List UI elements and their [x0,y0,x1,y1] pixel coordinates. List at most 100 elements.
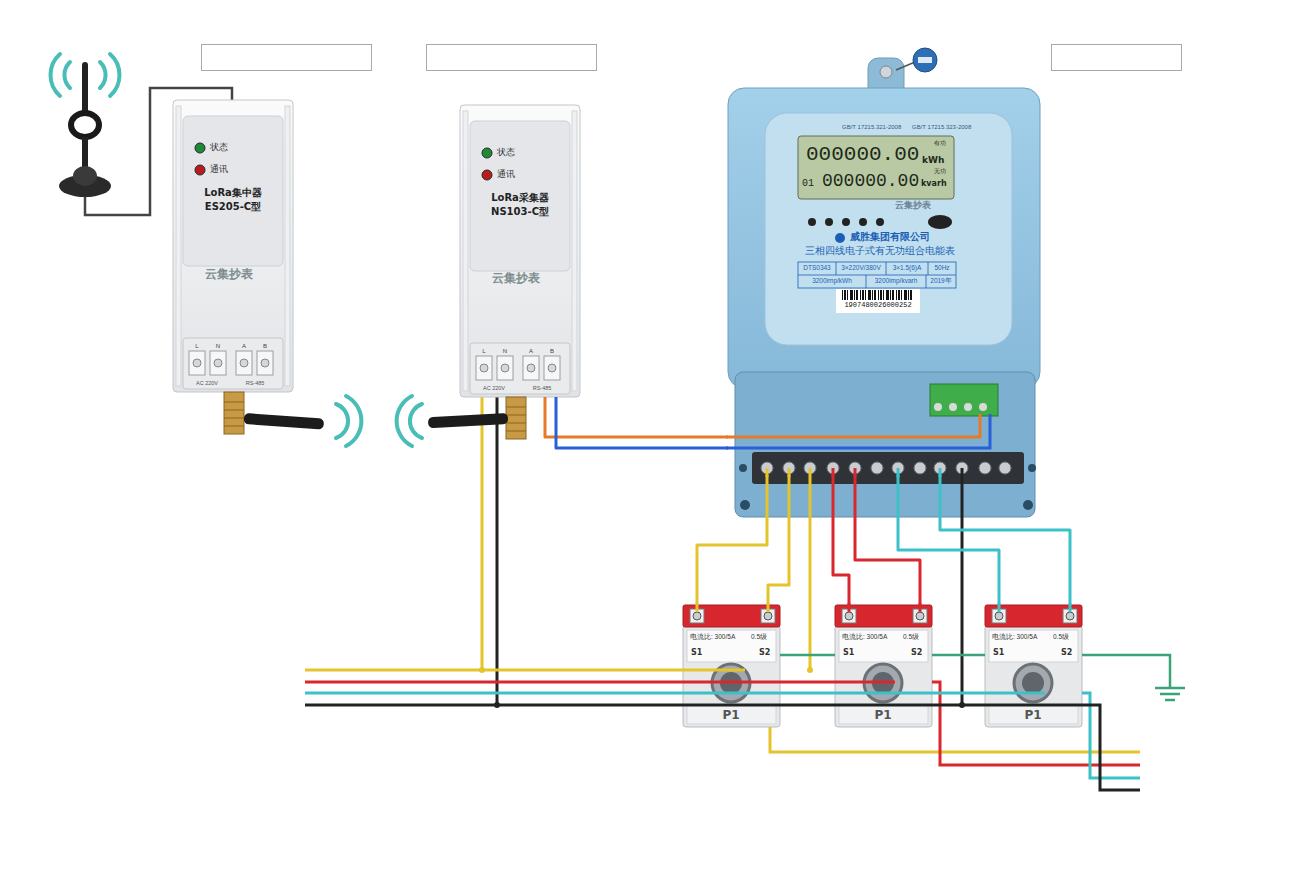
node-text: RS-485 [533,386,552,392]
current-transformer: 电流比: 300/5A0.5级S1S2P1 [683,605,780,727]
signal-waves [110,54,119,96]
ground-wire [1155,688,1185,700]
power-wire [482,397,497,705]
junction-dot [479,667,965,708]
rod-antenna [506,397,526,439]
node-text: S1 [843,649,854,657]
node-text: S2 [911,649,922,657]
energy-meter-housing [842,218,850,226]
lora-concentrator-housing [173,100,293,392]
node-text: B [550,348,554,354]
junction-dot [494,702,500,708]
empty-label-box [202,45,372,71]
signal-waves [397,396,412,446]
node-text: NS103-C型 [491,207,549,217]
meter-wire [961,468,964,705]
node-text: A [242,343,246,349]
suction-antenna [73,166,97,186]
ct-housing [835,605,932,727]
ground-wire [932,654,985,657]
signal-waves [64,62,70,88]
node-text: 电流比: 300/5A [992,634,1037,641]
energy-meter-housing [1023,500,1033,510]
energy-meter-housing [979,403,987,411]
energy-meter-housing [752,452,1024,484]
power-wire [496,397,499,705]
node-text: S1 [691,649,702,657]
node-text: DTS0343 [803,265,830,272]
node-text: 电流比: 300/5A [842,634,887,641]
main-line [305,692,1045,695]
node-text: 3×1.5(6)A [893,265,922,272]
junction-dot [807,667,813,673]
signal-waves [346,396,361,446]
ct-housing [985,605,1082,727]
energy-meter-housing [808,218,816,226]
main-line [305,705,1140,790]
terminal-screw [871,462,883,474]
lora-collector: 状态通讯LoRa采集器NS103-C型LNABAC 220VRS-485 [460,105,580,397]
node-text: S2 [1061,649,1072,657]
signal-waves [51,54,60,96]
node-text: RS-485 [246,381,265,387]
ct-terminal-wire [697,603,768,612]
node-text: AC 220V [483,386,505,392]
node-text: A [529,348,533,354]
node-text: B [263,343,267,349]
current-transformer: 电流比: 300/5A0.5级S1S2P1 [835,605,932,727]
signal-waves [336,404,348,438]
node-text: 通讯 [210,165,228,174]
energy-meter-housing [836,289,920,313]
ground-wire [1082,655,1170,688]
watermark: 云集抄表 [205,268,253,280]
energy-meter-housing [880,66,892,78]
signal-waves [51,54,422,446]
terminal-screw [999,462,1011,474]
junction-dot [479,667,485,673]
node-text: 状态 [497,148,515,157]
meter-wire [809,468,812,670]
signal-waves [410,404,422,438]
energy-meter-housing [859,218,867,226]
node-text: 000000.00 [806,144,919,165]
terminal-screw [761,462,1011,474]
node-text: 01 [802,179,814,189]
meter-wire [767,468,789,477]
ground-wire [780,655,1185,700]
energy-meter-housing [876,218,884,226]
empty-label-box [1052,45,1182,71]
rod-antenna [428,413,508,428]
ct-terminal-wire [849,603,920,612]
node-text: P1 [1024,709,1041,721]
junction-dot [959,702,965,708]
rod-antenna [224,392,244,434]
meter-wire [726,414,980,437]
suction-antenna [71,113,99,137]
signal-wire [898,475,999,605]
node-text: L [195,343,198,349]
node-text: P1 [722,709,739,721]
lora-collector-housing [460,105,580,397]
energy-meter-housing [934,403,942,411]
node-text: S1 [993,649,1004,657]
rod-antenna [506,407,526,431]
energy-meter-housing [928,215,952,229]
energy-meter-housing [728,88,1040,388]
energy-meter-housing [964,403,972,411]
node-text: 电流比: 300/5A [690,634,735,641]
meter-wire [898,468,940,477]
node-text: P1 [874,709,891,721]
ct-terminal-wire [697,603,1070,612]
main-line [305,670,1140,790]
node-text: 2019年 [930,278,951,285]
node-text: 000000.00 [822,172,919,190]
meter-wire [726,414,990,448]
node-text: N [503,348,507,354]
watermark: 云集抄表 [492,272,540,284]
node-text: 50Hz [934,265,949,272]
energy-meter-housing [949,403,957,411]
energy-meter-housing [825,218,833,226]
suction-antenna [82,62,88,114]
node-text: 1907480026000252 [844,302,911,309]
